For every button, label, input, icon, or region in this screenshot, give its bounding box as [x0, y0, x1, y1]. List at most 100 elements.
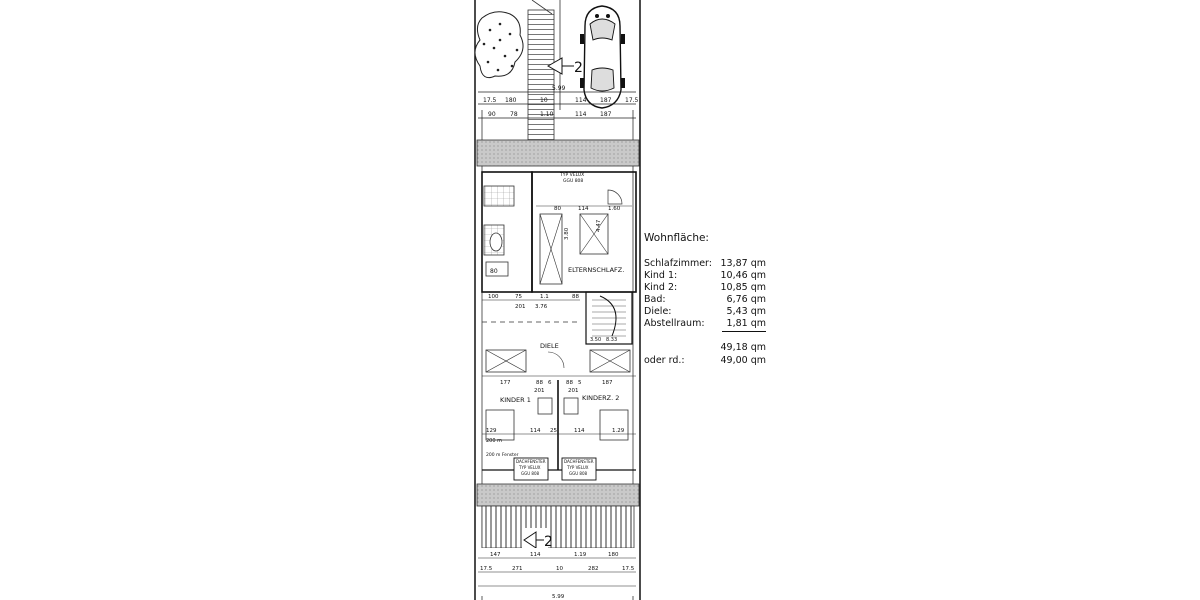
dim-bottom-2: 1.19	[574, 552, 587, 558]
dim-bottom2-3: 282	[588, 566, 599, 572]
skylight-left-1: TYP VELUX	[518, 465, 541, 470]
section-mark-bottom: 2	[522, 528, 553, 550]
dim-upper-2: 1.10	[540, 111, 554, 118]
dims-left: 100 75 1.1 88 201 3.76	[482, 294, 580, 310]
section-label-bottom: 2	[544, 534, 553, 550]
dim-top-5: 17.5	[625, 97, 639, 104]
room-label-eltern: ELTERNSCHLAFZ.	[568, 266, 624, 274]
dim-top-1: 180	[505, 97, 517, 104]
staircase: 3.50 8.33	[585, 291, 633, 345]
parents-bedroom: ELTERNSCHLAFZ. 80 114 1.60 3.80 4.47	[531, 171, 637, 293]
roof-band-top	[476, 139, 640, 167]
area-rounded-label: oder rd.:	[644, 355, 685, 366]
area-label: Bad:	[644, 294, 666, 305]
dim-eltern-447: 4.47	[596, 219, 602, 232]
area-label: Kind 2:	[644, 282, 678, 293]
dim-lower-0: 129	[486, 428, 497, 434]
dim-total-bottom: 5.99	[552, 594, 565, 600]
dim-kind-2: 6	[548, 380, 552, 386]
dim-mid-1: 114	[578, 206, 589, 212]
dim-left-2: 1.1	[540, 294, 549, 300]
dim-kind2-0: 201	[534, 388, 545, 394]
dim-left-0: 100	[488, 294, 499, 300]
dim-total-top: 5.99	[552, 85, 566, 92]
dim-kind-1: 88	[536, 380, 543, 386]
hallway: DIELE	[482, 321, 631, 373]
roof-tiles	[481, 505, 635, 549]
dim-eltern-380: 3.80	[564, 227, 570, 240]
dim-200m-fenster: 200 m Fenster	[486, 452, 519, 458]
car-icon	[580, 5, 625, 109]
area-row-rounded: oder rd.: 49,00 qm	[644, 355, 766, 367]
area-sum-value: 49,18 qm	[720, 342, 766, 353]
area-label: Abstellraum:	[644, 318, 705, 329]
roof-band-bottom	[476, 483, 640, 507]
dim-200m: 200 m	[486, 438, 502, 444]
kids-rooms: KINDER 1 KINDERZ. 2 129 114 25 114 1.29 …	[482, 380, 636, 471]
area-row-sum: 49,18 qm	[644, 342, 766, 354]
area-label: Schlafzimmer:	[644, 258, 712, 269]
dim-upper-3: 114	[575, 111, 587, 118]
dim-bottom-1: 114	[530, 552, 541, 558]
area-row-bad: Bad: 6,76 qm	[644, 294, 766, 306]
area-rounded-value: 49,00 qm	[720, 355, 766, 366]
dim-lower-3: 114	[574, 428, 585, 434]
skylights-bottom: DACHFENSTER TYP VELUX GGU 808 DACHFENSTE…	[513, 457, 597, 481]
area-value: 6,76 qm	[726, 294, 766, 305]
dim-top-0: 17.5	[483, 97, 497, 104]
dim-top-2: 10	[540, 97, 548, 104]
area-table-title: Wohnfläche:	[644, 232, 709, 244]
section-mark-top: 2	[546, 57, 583, 76]
area-value: 10,85 qm	[720, 282, 766, 293]
dim-upper-4: 187	[600, 111, 612, 118]
room-label-diele: DIELE	[540, 342, 559, 350]
skylight-right-0: DACHFENSTER	[564, 459, 594, 464]
dim-kind2-1: 201	[568, 388, 579, 394]
dim-upper-1: 78	[510, 111, 518, 118]
room-label-kind2: KINDERZ. 2	[582, 394, 619, 402]
dim-kind-0: 177	[500, 380, 511, 386]
area-row-schlafzimmer: Schlafzimmer: 13,87 qm	[644, 258, 766, 270]
dim-mid-0: 80	[554, 206, 561, 212]
bathroom: 80	[481, 171, 533, 293]
dim-lower-4: 1.29	[612, 428, 625, 434]
area-label: Kind 1:	[644, 270, 678, 281]
skylight-right-1: TYP VELUX	[566, 465, 589, 470]
area-label: Diele:	[644, 306, 672, 317]
dim-left-3: 201	[515, 304, 526, 310]
dim-bottom-0: 147	[490, 552, 501, 558]
area-value: 10,46 qm	[720, 270, 766, 281]
sum-divider	[722, 331, 766, 332]
area-value: 5,43 qm	[726, 306, 766, 317]
dim-bath-80: 80	[490, 268, 498, 275]
dim-lower-1: 114	[530, 428, 541, 434]
section-label-top: 2	[574, 60, 583, 76]
dims-kinder: 177 88 6 88 5 187 201 201	[482, 375, 636, 394]
dims-bottom: 147 114 1.19 180 17.5 271 10 282 17.5 5.…	[478, 548, 636, 600]
dim-bottom2-1: 271	[512, 566, 523, 572]
dim-bottom2-0: 17.5	[480, 566, 493, 572]
dim-kind-3: 88	[566, 380, 573, 386]
dim-left-4: 3.76	[535, 304, 548, 310]
dim-upper-0: 90	[488, 111, 496, 118]
area-row-kind2: Kind 2: 10,85 qm	[644, 282, 766, 294]
skylight-top-type: TYP VELUX	[559, 172, 584, 178]
dim-bottom2-4: 17.5	[622, 566, 635, 572]
dim-kind-5: 187	[602, 380, 613, 386]
skylight-top: TYP VELUX GGU 808	[559, 172, 584, 184]
area-value: 1,81 qm	[726, 318, 766, 329]
area-row-abstellraum: Abstellraum: 1,81 qm	[644, 318, 766, 330]
dim-top-4: 187	[600, 97, 612, 104]
dim-left-1: 75	[515, 294, 522, 300]
room-label-kind1: KINDER 1	[500, 396, 531, 404]
skylight-top-model: GGU 808	[563, 178, 583, 184]
area-row-diele: Diele: 5,43 qm	[644, 306, 766, 318]
skylight-right-2: GGU 808	[569, 471, 587, 476]
dim-bottom-3: 180	[608, 552, 619, 558]
dim-kind-4: 5	[578, 380, 582, 386]
dim-mid-2: 1.60	[608, 206, 621, 212]
area-row-kind1: Kind 1: 10,46 qm	[644, 270, 766, 282]
dim-bottom2-2: 10	[556, 566, 563, 572]
garden-area: 2 5.99 17.5 180 10 114 187 17.5 90 78 1.…	[474, 0, 639, 151]
